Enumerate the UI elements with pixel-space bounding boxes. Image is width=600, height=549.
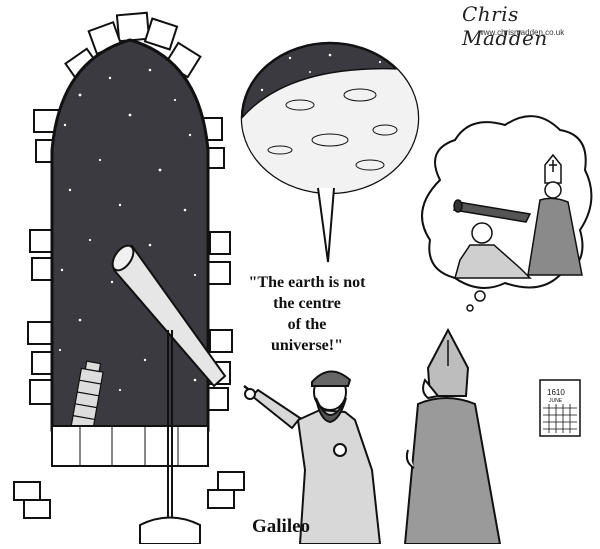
- calendar-year: 1610: [547, 388, 565, 397]
- night-sky: [50, 38, 210, 432]
- galileo-in-thought: [454, 222, 532, 279]
- artist-website: www.chrismadden.co.uk: [478, 28, 565, 37]
- galileo-figure: [243, 370, 382, 545]
- speech-text: "The earth is not the centre of the univ…: [232, 272, 382, 356]
- speech-line: universe!": [271, 337, 343, 354]
- calendar-month: JUNE: [549, 398, 563, 404]
- speech-line: "The earth is not: [248, 274, 366, 291]
- pope-in-thought: [452, 153, 583, 276]
- calendar: [539, 379, 581, 437]
- speech-line: of the: [287, 316, 327, 333]
- caption: Galileo: [252, 516, 311, 537]
- pope-figure: [403, 327, 502, 545]
- speech-line: the centre: [273, 295, 341, 312]
- artist-signature: Chris Madden: [462, 2, 548, 50]
- window-sill: [51, 425, 209, 467]
- telescope: [111, 244, 227, 545]
